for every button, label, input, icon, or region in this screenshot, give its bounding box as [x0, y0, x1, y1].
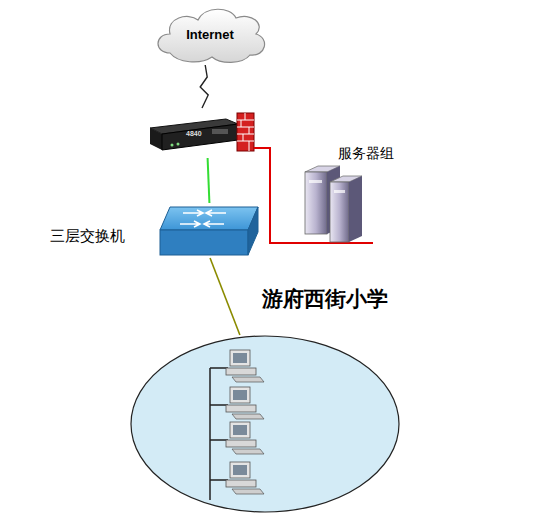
firewall-bricks	[237, 113, 254, 151]
school-node: 游府西街小学	[130, 335, 400, 513]
uplink-line	[208, 158, 210, 203]
lan-link	[210, 258, 240, 335]
firewall-lead	[254, 147, 258, 149]
pc-monitor	[230, 350, 250, 366]
router-led	[171, 144, 174, 147]
pc-keyboard	[232, 377, 264, 382]
pc-icons	[226, 350, 264, 494]
router-front	[162, 124, 238, 150]
antenna-link	[200, 65, 208, 108]
switch-top	[160, 207, 258, 230]
pc-screen	[233, 390, 247, 400]
server-link	[258, 148, 300, 243]
pc-screen	[233, 465, 247, 475]
switch-icon	[160, 207, 258, 255]
server-tower	[330, 182, 349, 242]
ellipse-shape	[130, 335, 400, 513]
server-bay	[334, 190, 345, 193]
server-label: 服务器组	[338, 145, 394, 162]
pc-screen	[233, 353, 247, 363]
switch-side	[248, 207, 258, 255]
router-led	[177, 143, 180, 146]
server-icon	[305, 166, 362, 242]
switch-label: 三层交换机	[50, 227, 125, 245]
router-icon	[150, 119, 238, 150]
school-label: 游府西街小学	[262, 286, 388, 311]
ellipse-outline	[131, 336, 399, 512]
server-bay	[309, 180, 322, 183]
pc-keyboard	[232, 414, 264, 419]
bus-line	[210, 368, 228, 500]
pc-case	[226, 480, 256, 487]
switch-front	[160, 230, 248, 255]
router-port	[212, 129, 228, 134]
pc-case	[226, 405, 256, 412]
cloud-node: Internet	[150, 3, 270, 65]
firewall-icon	[237, 113, 258, 151]
pc-case	[226, 368, 256, 375]
pc-icon	[226, 462, 264, 494]
pc-monitor	[230, 422, 250, 438]
pc-monitor	[230, 462, 250, 478]
pc-keyboard	[232, 489, 264, 494]
router-model: 4840	[186, 130, 202, 138]
pc-screen	[233, 425, 247, 435]
firewall-wall	[237, 113, 254, 151]
cloud-label: Internet	[150, 27, 270, 43]
pc-keyboard	[232, 449, 264, 454]
pc-monitor	[230, 387, 250, 403]
router-node: 4840	[146, 108, 258, 158]
pc-icon	[226, 350, 264, 382]
switch-node: 三层交换机	[50, 203, 262, 258]
server-tower	[305, 172, 327, 234]
server-node: 服务器组	[300, 145, 415, 245]
pc-icon	[226, 422, 264, 454]
lan-bus	[210, 368, 228, 500]
server-side	[349, 176, 362, 242]
router-side	[150, 128, 162, 150]
switch-arrows	[180, 210, 226, 227]
pc-icon	[226, 387, 264, 419]
pc-case	[226, 440, 256, 447]
